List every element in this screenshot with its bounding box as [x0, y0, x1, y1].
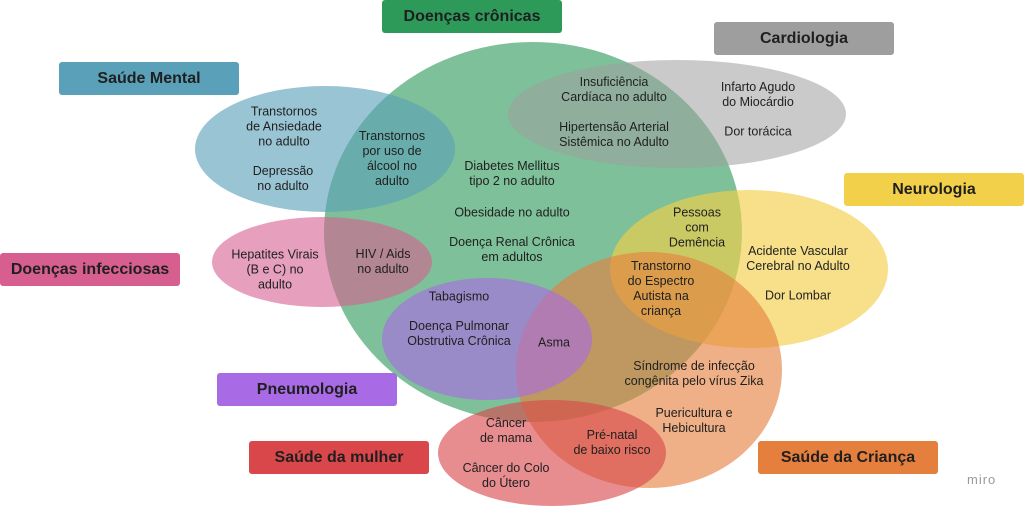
label-neurologia: Neurologia: [844, 173, 1024, 206]
text-hepatites: Hepatites Virais (B e C) no adulto: [231, 247, 319, 292]
label-saude-mental: Saúde Mental: [59, 62, 239, 95]
text-transtornos-alcool: Transtornos por uso de álcool no adulto: [358, 129, 426, 188]
text-avc: Acidente Vascular Cerebral no Adulto: [746, 244, 850, 273]
label-doencas-infecciosas: Doenças infecciosas: [0, 253, 180, 286]
label-saude-crianca: Saúde da Criança: [758, 441, 938, 474]
text-tabagismo: Tabagismo: [428, 289, 490, 304]
label-doencas-cronicas: Doenças crônicas: [382, 0, 562, 33]
text-dpoc: Doença Pulmonar Obstrutiva Crônica: [407, 319, 511, 348]
saude-mental-ellipse: [195, 86, 455, 212]
text-demencia: Pessoas com Demência: [668, 205, 726, 250]
text-hiv: HIV / Aids no adulto: [355, 247, 411, 276]
text-hipertensao: Hipertensão Arterial Sistêmica no Adulto: [559, 120, 669, 149]
doencas-infecciosas-ellipse: [212, 217, 432, 307]
text-depressao: Depressão no adulto: [252, 164, 314, 193]
text-obesidade: Obesidade no adulto: [454, 205, 570, 220]
text-puericultura: Puericultura e Hebicultura: [655, 406, 733, 435]
text-autismo: Transtorno do Espectro Autista na crianç…: [627, 259, 695, 318]
label-cardiologia: Cardiologia: [714, 22, 894, 55]
label-pneumologia: Pneumologia: [217, 373, 397, 406]
text-doenca-renal: Doença Renal Crônica em adultos: [449, 235, 575, 264]
text-asma: Asma: [538, 335, 570, 350]
text-insuficiencia-cardiaca: Insuficiência Cardíaca no adulto: [561, 75, 667, 104]
text-sindrome-zika: Síndrome de infecção congênita pelo víru…: [624, 359, 764, 388]
text-transtornos-ansiedade: Transtornos de Ansiedade no adulto: [246, 104, 322, 149]
miro-brand-logo: miro: [967, 472, 997, 487]
text-infarto: Infarto Agudo do Miocárdio: [720, 80, 796, 109]
text-pre-natal: Pré-natal de baixo risco: [573, 428, 651, 457]
label-saude-mulher: Saúde da mulher: [249, 441, 429, 474]
text-cancer-mama: Câncer de mama: [479, 416, 533, 445]
saude-mulher-ellipse: [438, 400, 666, 506]
text-diabetes: Diabetes Mellitus tipo 2 no adulto: [464, 159, 560, 188]
text-dor-toracica: Dor torácica: [724, 124, 792, 139]
text-dor-lombar: Dor Lombar: [765, 288, 831, 303]
text-cancer-colo: Câncer do Colo do Útero: [462, 461, 550, 490]
pneumologia-ellipse: [382, 278, 592, 400]
cardiologia-ellipse: [508, 60, 846, 168]
